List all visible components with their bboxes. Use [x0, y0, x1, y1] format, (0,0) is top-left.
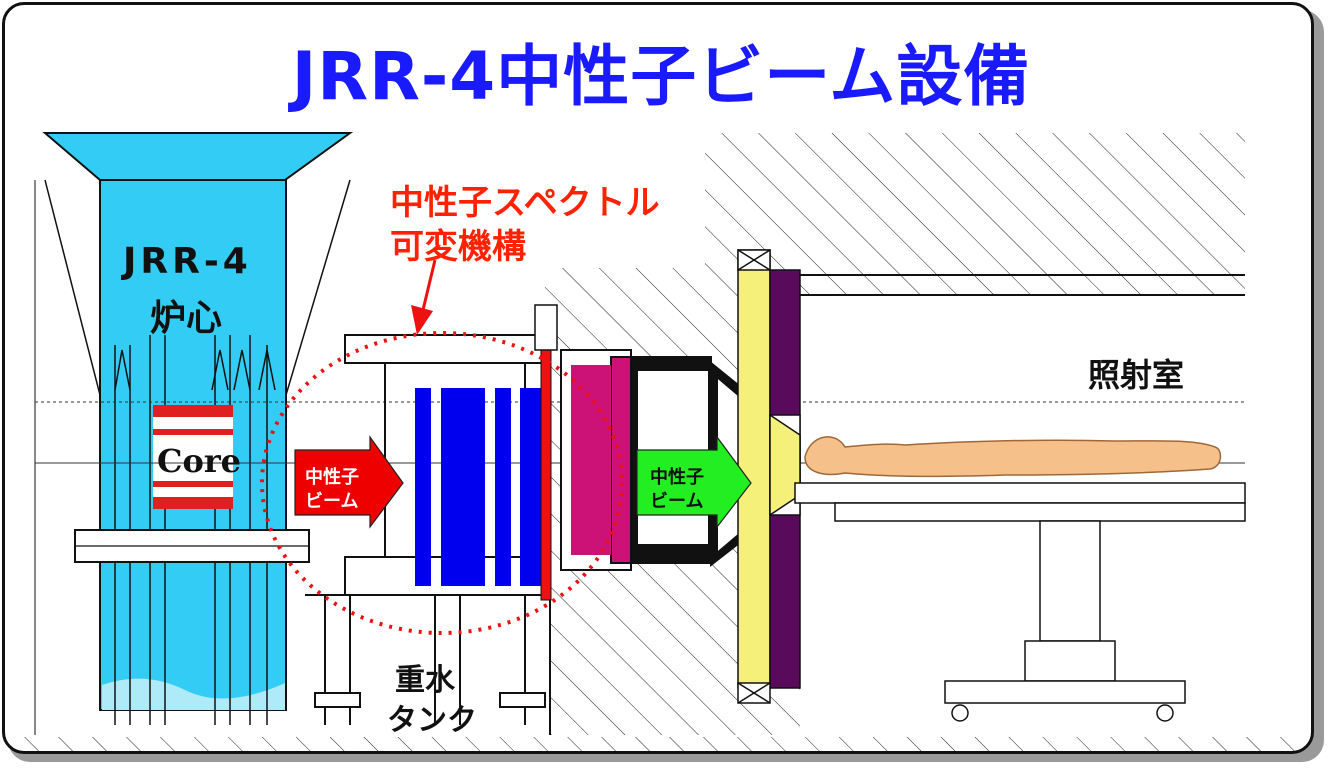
beam-arrow-right [636, 435, 752, 529]
shutter-shield [737, 249, 801, 704]
beam-right-label-2: ビーム [650, 491, 704, 512]
spectrum-label-2: 可変機構 [390, 227, 526, 267]
gamma-shield-plate [540, 349, 552, 601]
beam-left-label-1: 中性子 [305, 467, 359, 488]
filter-plates [415, 388, 542, 586]
facility-diagram [5, 132, 1311, 751]
patient-figure [804, 436, 1222, 478]
pointer-arrow [411, 259, 437, 335]
spectrum-label-1: 中性子スペクトル [390, 183, 660, 223]
page-title: JRR-4中性子ビーム設備 [291, 38, 1031, 115]
treatment-couch [794, 482, 1246, 722]
core-block [153, 405, 233, 509]
core-tag: Core [157, 442, 242, 480]
beam-left-label-2: ビーム [305, 491, 359, 512]
tank-label-2: タンク [387, 703, 477, 738]
beam-arrow-left [294, 435, 404, 529]
room-label: 照射室 [1088, 356, 1185, 394]
tank-label-1: 重水 [395, 663, 455, 698]
slide-frame: JRR-4中性子ビーム設備 中性子スペクトル 可変機構 JRR-4 炉心 Cor… [2, 2, 1314, 754]
reactor-pool [34, 132, 354, 735]
beam-right-label-1: 中性子 [650, 467, 704, 488]
core-label-2: 炉心 [150, 298, 223, 339]
spectrum-mechanism-circle [260, 331, 624, 635]
core-label-1: JRR-4 [123, 241, 252, 282]
